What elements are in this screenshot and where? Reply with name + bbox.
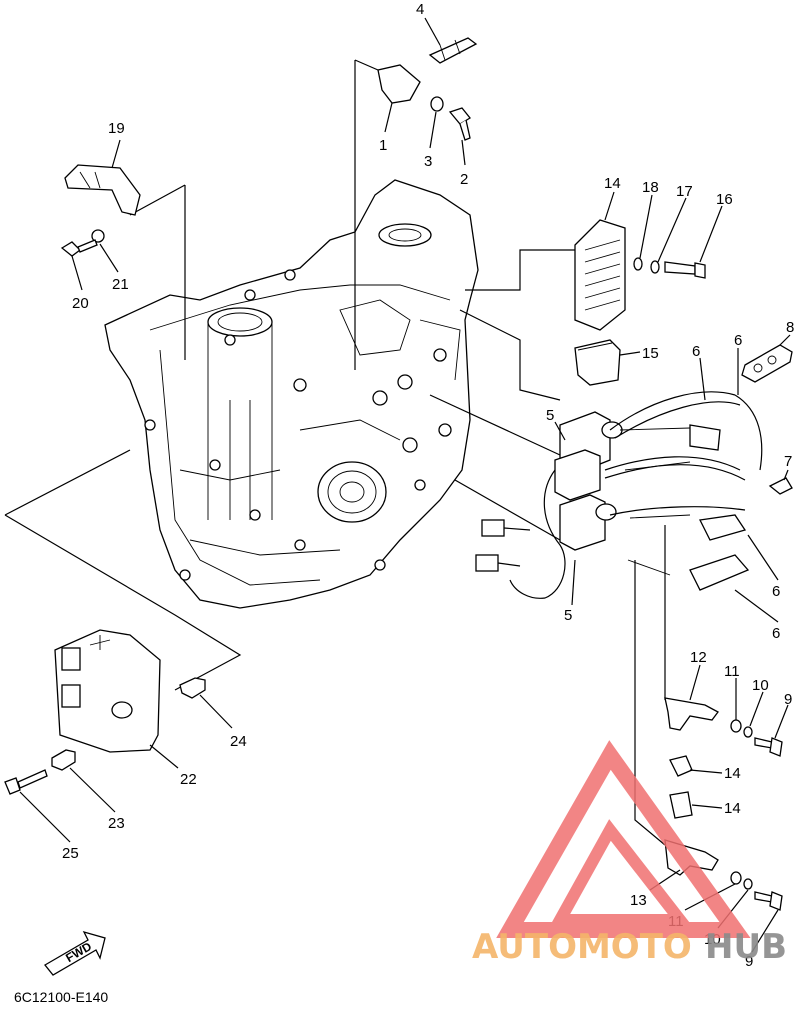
part-12-bracket	[664, 697, 719, 731]
part-7-clip	[768, 477, 793, 495]
callout-5-a: 5	[546, 407, 554, 424]
part-2-bolt	[448, 107, 471, 141]
callout-labels: 4 1 3 2 19 21 20 14 18 17 16 15 8 6 6 7 …	[62, 1, 794, 970]
part-22-washer	[91, 229, 105, 243]
part-11b-washer	[730, 871, 742, 885]
reference-lines	[4, 59, 666, 846]
callout-18: 17	[676, 183, 693, 200]
part-17-bolt	[664, 261, 706, 279]
callout-6-a: 6	[692, 343, 700, 360]
part-9b-bolt	[754, 891, 783, 911]
part-25-grommet	[179, 677, 206, 699]
part-1-clip	[377, 64, 421, 104]
part-10b-washer	[743, 878, 753, 890]
part-14a-clip	[669, 755, 693, 777]
callout-16: 15	[642, 345, 659, 362]
callout-21: 20	[72, 295, 89, 312]
part-11a-washer	[730, 719, 742, 733]
fwd-arrow: FWD	[44, 930, 106, 976]
part-24-grommet	[51, 749, 76, 771]
callout-7: 7	[784, 453, 792, 470]
part-8-holder	[741, 344, 793, 383]
callout-8: 8	[786, 319, 794, 336]
part-4-bracket	[428, 37, 478, 64]
callout-10-a: 10	[752, 677, 769, 694]
callout-24: 23	[108, 815, 125, 832]
callout-3: 3	[424, 153, 432, 170]
part-19-washer	[633, 257, 643, 271]
callout-19: 18	[642, 179, 659, 196]
callout-25: 24	[230, 733, 247, 750]
part-26-bolt	[4, 769, 48, 795]
part-23-ecm	[54, 629, 161, 753]
callout-23: 22	[180, 771, 197, 788]
engine-block	[104, 179, 479, 609]
callout-4: 4	[416, 1, 424, 18]
part-18-washer	[650, 260, 660, 274]
callout-15: 14	[604, 175, 621, 192]
callout-6-c: 6	[772, 583, 780, 600]
callout-17: 16	[716, 191, 733, 208]
callout-14-b: 14	[724, 800, 741, 817]
callout-26: 25	[62, 845, 79, 862]
part-5-ignition-coils	[554, 411, 623, 551]
part-9a-bolt	[754, 737, 783, 757]
watermark-text-part2: HUB	[705, 927, 787, 967]
callout-2: 2	[460, 171, 468, 188]
part-16-cover	[574, 339, 621, 386]
part-6-plug-wires	[604, 391, 763, 591]
part-14b-clip	[669, 791, 693, 819]
callout-9-a: 9	[784, 691, 792, 708]
callout-9-b: 9	[745, 953, 753, 970]
part-10a-washer	[743, 726, 753, 738]
callout-1: 1	[379, 137, 387, 154]
callout-12: 12	[690, 649, 707, 666]
callout-13: 13	[630, 892, 647, 909]
wiring-harness	[475, 469, 566, 599]
callout-11-a: 11	[724, 663, 740, 680]
part-15-rectifier	[574, 219, 626, 331]
watermark-text: AUTOMOTO HUB	[472, 927, 787, 967]
callout-leaders	[19, 17, 791, 953]
callout-22: 21	[112, 276, 129, 293]
part-20-bracket	[64, 164, 141, 216]
part-21-bolt	[60, 239, 98, 257]
watermark-logo	[496, 740, 751, 938]
diagram-code: 6C12100-E140	[14, 989, 108, 1005]
part-3-washer	[430, 96, 444, 112]
callout-6-d: 6	[772, 625, 780, 642]
callout-5-b: 5	[564, 607, 572, 624]
callout-6-b: 6	[734, 332, 742, 349]
callout-14-a: 14	[724, 765, 741, 782]
watermark-text-part1: AUTOMOTO	[472, 927, 692, 967]
callout-20: 19	[108, 120, 125, 137]
